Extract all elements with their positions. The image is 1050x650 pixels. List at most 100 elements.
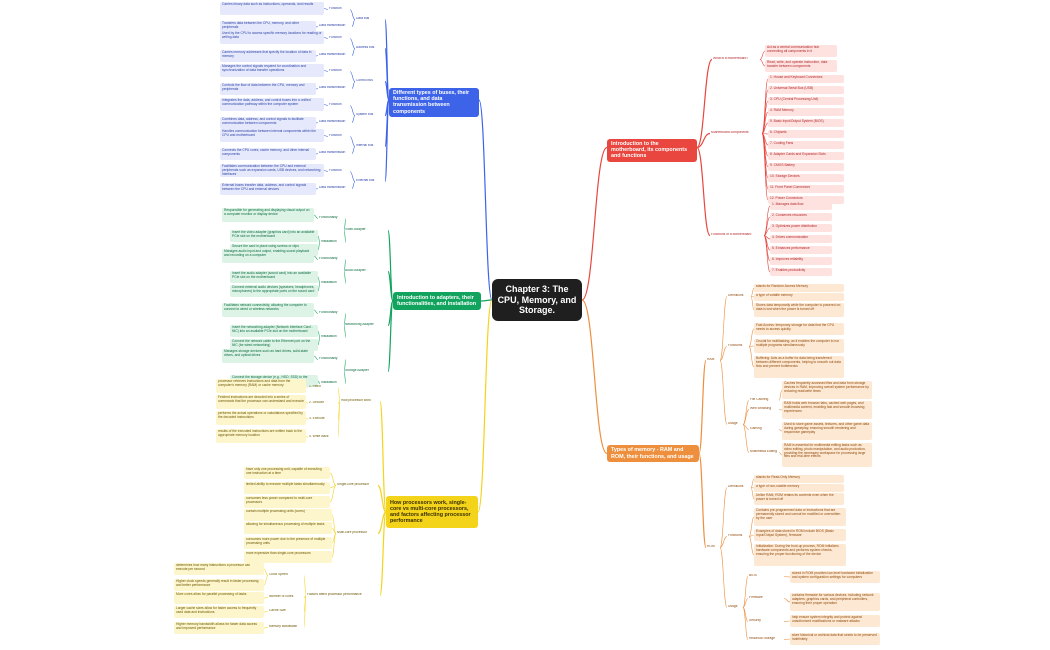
processor-step-description[interactable]: results of the executed instructions are…: [216, 429, 306, 443]
rom-usage-label-item[interactable]: Historical Storage: [749, 637, 776, 640]
motherboard-component[interactable]: 9. CMOS Battery: [768, 163, 844, 171]
motherboard-function[interactable]: 5. Enhances performance: [770, 246, 832, 254]
rom-usage-description[interactable]: store historical or archival data that n…: [790, 633, 880, 645]
functionality-description[interactable]: Responsible for generating and displayin…: [222, 208, 314, 222]
ram-definition[interactable]: stands for Random Access Memory: [754, 284, 844, 292]
multi-core-detail[interactable]: allowing for simultaneous processing of …: [244, 522, 332, 534]
motherboard-component[interactable]: 2. Universal Serial Bus (USB): [768, 86, 844, 94]
installation-step[interactable]: Insert the video adapter (graphics card)…: [230, 230, 318, 242]
rom-functions-label[interactable]: Functions: [728, 534, 743, 537]
function-label[interactable]: Function: [329, 36, 342, 39]
ram-definition[interactable]: Stores data temporarily while the comput…: [754, 303, 844, 317]
processor-step-label[interactable]: 1. Fetch: [309, 385, 321, 388]
functionality-label[interactable]: Functionality: [319, 311, 338, 314]
processor-step-label[interactable]: 3. Execute: [309, 417, 325, 420]
rom-usage-label-item[interactable]: BIOS: [749, 574, 757, 577]
function-description[interactable]: Used by the CPU to access specific memor…: [220, 31, 324, 44]
transmission-description[interactable]: External buses transfer data, address, a…: [220, 183, 316, 195]
ram-usage-description[interactable]: Used to store game assets, textures, and…: [782, 422, 872, 440]
factor-description[interactable]: determines how many instructions a proce…: [174, 563, 264, 575]
rom-usage-label-item[interactable]: Security: [749, 619, 761, 622]
factor-label[interactable]: Cache Size: [269, 609, 286, 612]
network-adapter-label[interactable]: Networking Adapter: [345, 323, 374, 326]
motherboard-component[interactable]: 10. Storage Devices: [768, 174, 844, 182]
ram-label[interactable]: RAM: [707, 358, 715, 361]
factor-description[interactable]: Higher memory bandwidth allows for faste…: [174, 622, 264, 634]
data-transmission-label[interactable]: Data transmission: [319, 151, 346, 154]
bus-address-bus-label[interactable]: Address bus: [356, 46, 375, 49]
motherboard-component[interactable]: 6. Chipsets: [768, 130, 844, 138]
motherboard-component[interactable]: 8. Adapter Cards and Expansion Slots: [768, 152, 844, 160]
function-description[interactable]: Manages the control signals required for…: [220, 64, 324, 77]
motherboard-function[interactable]: 3. Optimizes power distribution: [770, 224, 832, 232]
processor-step-description[interactable]: processor retrieves instructions and dat…: [216, 379, 306, 393]
rom-definition[interactable]: stands for Read-Only Memory: [754, 475, 844, 483]
data-transmission-label[interactable]: Data transmission: [319, 53, 346, 56]
multi-core-detail[interactable]: consumes more power due to the presence …: [244, 537, 332, 549]
multi-core-label[interactable]: Multi-core processor: [337, 531, 367, 534]
ram-function[interactable]: Crucial for multitasking, as it enables …: [754, 339, 844, 353]
transmission-description[interactable]: Transfers data between the CPU, memory, …: [220, 21, 316, 33]
motherboard-definition[interactable]: Read, write, and operate instruction, da…: [765, 60, 837, 72]
installation-label[interactable]: Installation: [321, 281, 337, 284]
storage-adapter-label[interactable]: Storage Adapter: [345, 369, 369, 372]
ram-usage-label-item[interactable]: Gaming: [750, 427, 762, 430]
rom-function[interactable]: Examples of data stored in ROM include B…: [754, 529, 846, 541]
multi-core-detail[interactable]: more expensive than single-core processo…: [244, 551, 332, 563]
video-adapter-label[interactable]: Video Adapter: [345, 228, 366, 231]
factor-label[interactable]: Number of cores: [269, 595, 294, 598]
ram-usage-label[interactable]: Usage: [728, 422, 738, 425]
functionality-label[interactable]: Functionality: [319, 357, 338, 360]
functionality-label[interactable]: Functionality: [319, 257, 338, 260]
rom-usage-label-item[interactable]: Firmware: [749, 596, 763, 599]
motherboard-component[interactable]: 5. Basic Input/Output System (BIOS): [768, 119, 844, 127]
factors-label[interactable]: Factors affect processor performance: [307, 593, 362, 596]
function-label[interactable]: Function: [329, 103, 342, 106]
motherboard-component[interactable]: 3. CPU (Central Processing Unit): [768, 97, 844, 105]
central-topic[interactable]: Chapter 3: The CPU, Memory, and Storage.: [492, 279, 582, 321]
motherboard-functions-label[interactable]: Functions of a Motherboard: [711, 233, 752, 236]
single-core-detail[interactable]: limited ability to execute multiple task…: [244, 482, 330, 494]
data-transmission-label[interactable]: Data transmission: [319, 120, 346, 123]
rom-usage-description[interactable]: contains firmware for various devices, i…: [790, 593, 880, 611]
ram-usage-description[interactable]: RAM holds web browser tabs, cached web p…: [782, 401, 872, 419]
transmission-description[interactable]: Carries memory addresses that specify th…: [220, 50, 316, 62]
motherboard-function[interactable]: 4. Drives communication: [770, 235, 832, 243]
transmission-description[interactable]: Connects the CPU cores, cache memory, an…: [220, 148, 316, 160]
installation-label[interactable]: Installation: [321, 335, 337, 338]
factor-description[interactable]: More cores allow for parallel processing…: [174, 592, 264, 604]
rom-usage-label[interactable]: Usage: [728, 605, 738, 608]
factor-description[interactable]: Higher clock speeds generally result in …: [174, 579, 264, 591]
motherboard-component[interactable]: 11. Front Panel Connectors: [768, 185, 844, 193]
rom-function[interactable]: Initialization: During the boot-up proce…: [754, 544, 846, 566]
ram-functions-label[interactable]: Functions: [728, 344, 743, 347]
data-transmission-label[interactable]: Data transmission: [319, 186, 346, 189]
branch-motherboard[interactable]: Introduction to the motherboard, its com…: [607, 139, 697, 162]
processor-step-label[interactable]: 2. Decode: [309, 401, 325, 404]
rom-definition[interactable]: a type of non-volatile memory: [754, 484, 844, 492]
motherboard-components-label[interactable]: Motherboard components: [711, 131, 749, 134]
branch-memory[interactable]: Types of memory - RAM and ROM, their fun…: [607, 445, 699, 462]
rom-definition[interactable]: Unlike RAM, ROM retains its contents eve…: [754, 493, 844, 505]
functionality-label[interactable]: Functionality: [319, 216, 338, 219]
bus-data-bus-label[interactable]: Data bus: [356, 17, 370, 20]
branch-buses[interactable]: Different types of buses, their function…: [389, 88, 479, 117]
what-is-motherboard-label[interactable]: What is a motherboard?: [713, 57, 749, 60]
ram-function[interactable]: Buffering: Acts as a buffer for data bei…: [754, 356, 844, 378]
ram-usage-label-item[interactable]: Multimedia Editing: [750, 450, 777, 453]
motherboard-component[interactable]: 1. House and Keyboard Connectors: [768, 75, 844, 83]
rom-usage-description[interactable]: stored in ROM provides low-level hardwar…: [790, 571, 880, 583]
rom-usage-description[interactable]: help ensure system integrity and protect…: [790, 615, 880, 627]
data-transmission-label[interactable]: Data transmission: [319, 24, 346, 27]
single-core-detail[interactable]: consumes less power compared to multi-co…: [244, 496, 330, 508]
function-label[interactable]: Function: [329, 7, 342, 10]
motherboard-function[interactable]: 6. Improves reliability: [770, 257, 832, 265]
factor-label[interactable]: Memory Bandwidth: [269, 625, 298, 628]
function-label[interactable]: Function: [329, 69, 342, 72]
bus-control-bus-label[interactable]: Control bus: [356, 79, 373, 82]
data-transmission-label[interactable]: Data transmission: [319, 86, 346, 89]
ram-usage-description[interactable]: RAM is essential for multimedia editing …: [782, 443, 872, 467]
bus-internal-bus-label[interactable]: Internal bus: [356, 144, 374, 147]
single-core-detail[interactable]: have only one processing unit, capable o…: [244, 467, 330, 479]
processor-step-description[interactable]: performs the actual operations or calcul…: [216, 411, 306, 425]
